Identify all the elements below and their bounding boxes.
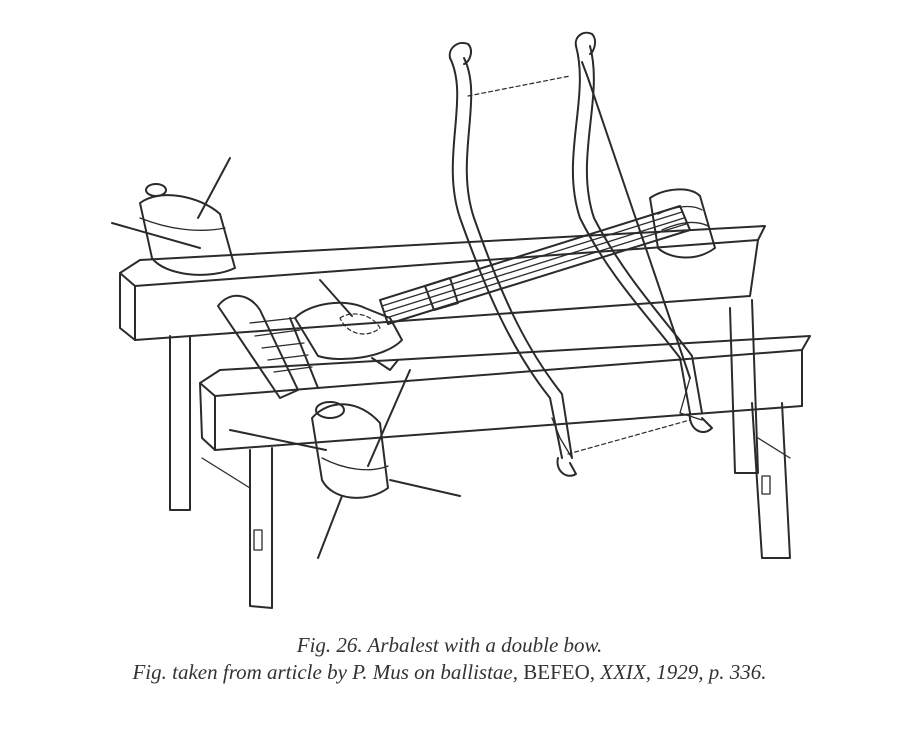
trigger-block: [294, 279, 403, 371]
caption-volume: XXIX,: [600, 660, 652, 684]
crossbow-stock: [379, 188, 716, 325]
arbalest-illustration: [90, 18, 830, 618]
double-bow: [448, 31, 713, 477]
frame-back-rail: [119, 225, 766, 341]
caption-source: Fig. taken from article by P. Mus on bal…: [0, 659, 899, 686]
arbalest-drawing: [111, 31, 811, 609]
frame-front-rail: [199, 335, 811, 451]
caption-journal: BEFEO,: [523, 660, 596, 684]
front-windlass: [229, 369, 461, 559]
figure-caption: Fig. 26. Arbalest with a double bow. Fig…: [0, 632, 899, 686]
caption-title: Fig. 26. Arbalest with a double bow.: [296, 633, 603, 657]
frame-legs: [169, 299, 791, 609]
bow-strings: [467, 61, 703, 455]
caption-source-prefix: Fig. taken from article by P. Mus on bal…: [132, 660, 519, 684]
caption-pages: 1929, p. 336.: [656, 660, 767, 684]
back-windlass: [111, 157, 236, 276]
roller: [217, 295, 319, 399]
